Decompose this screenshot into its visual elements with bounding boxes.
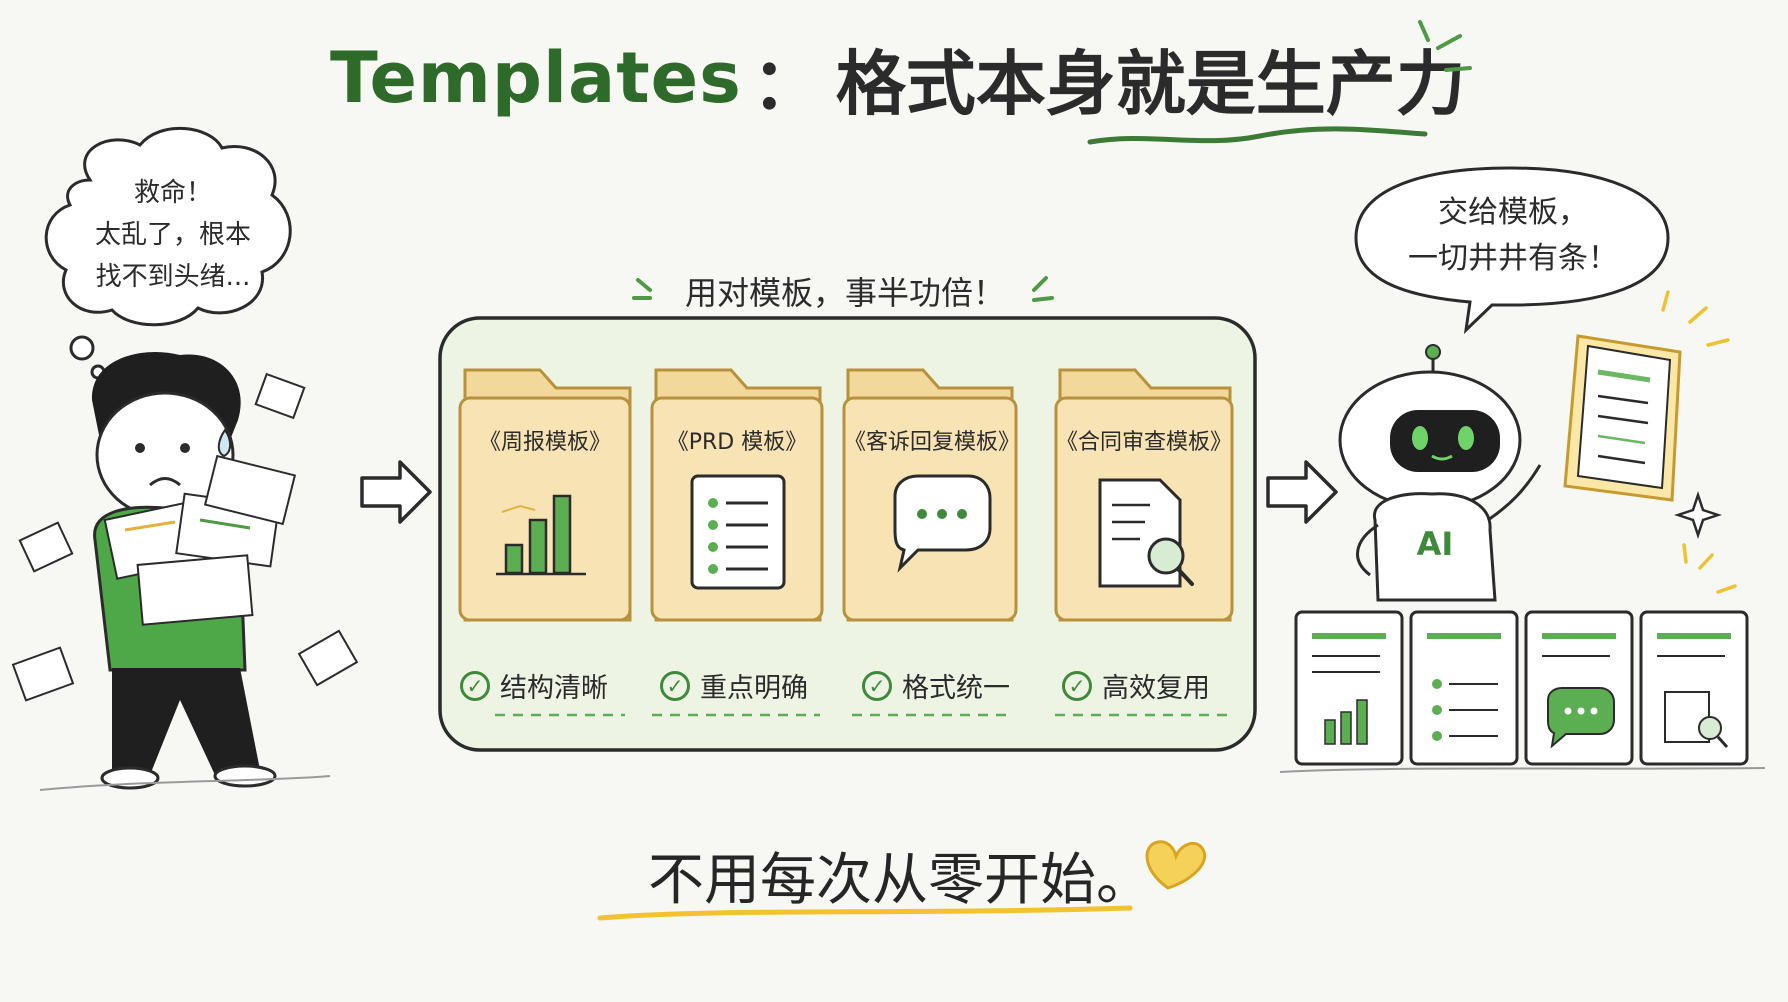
left-bubble-text: 救命！ 太乱了，根本 找不到头绪... xyxy=(68,172,278,298)
folder-label-prd: 《PRD 模板》 xyxy=(666,430,808,455)
left-bubble-line: 太乱了，根本 xyxy=(94,220,251,250)
check-circle-icon: ✓ xyxy=(862,670,892,701)
document-search-icon xyxy=(1098,478,1194,588)
page-title: Templates ： 格式本身就是生产力 xyxy=(330,28,1466,128)
left-thought-bubble xyxy=(44,126,292,327)
folder-weekly-report xyxy=(458,368,632,622)
title-colon: ： xyxy=(751,42,822,125)
bottom-slogan: 不用每次从零开始。 xyxy=(648,848,1152,913)
title-underline xyxy=(1087,126,1428,145)
right-speech-bubble xyxy=(1354,166,1670,335)
star-sparkle-icon xyxy=(1674,491,1722,539)
left-bubble-line: 找不到头绪... xyxy=(95,262,251,292)
benefit-label: 结构清晰 xyxy=(500,673,608,704)
benefit-item: ✓ 重点明确 xyxy=(660,666,808,705)
robot-shirt-label: AI xyxy=(1416,525,1454,563)
organized-doc-contract xyxy=(1639,610,1749,766)
benefit-label: 重点明确 xyxy=(700,673,808,704)
title-sparkle-icon xyxy=(1418,20,1472,72)
benefit-item: ✓ 结构清晰 xyxy=(460,666,608,705)
benefit-label: 格式统一 xyxy=(902,673,1010,704)
folder-label-contract: 《合同审查模板》 xyxy=(1056,430,1233,455)
organized-doc-report xyxy=(1294,610,1404,766)
chat-bubble-icon xyxy=(893,474,992,573)
bottom-underline xyxy=(597,905,1133,921)
stressed-person-illustration xyxy=(11,352,359,791)
bar-chart-icon xyxy=(496,494,586,576)
folder-label-complaint: 《客诉回复模板》 xyxy=(844,430,1021,455)
heart-icon xyxy=(1145,840,1207,890)
benefit-item: ✓ 格式统一 xyxy=(862,666,1010,705)
organized-doc-checklist xyxy=(1409,610,1519,766)
robot-illustration xyxy=(1338,344,1542,602)
check-circle-icon: ✓ xyxy=(1062,670,1092,701)
check-circle-icon: ✓ xyxy=(660,670,690,701)
arrow-right-icon-2 xyxy=(1266,460,1338,524)
tagline-sparkle-icon xyxy=(632,276,1054,302)
checklist-icon xyxy=(690,474,786,590)
folder-label-weekly: 《周报模板》 xyxy=(478,430,611,455)
arrow-right-icon xyxy=(360,460,432,524)
benefit-label: 高效复用 xyxy=(1102,673,1210,704)
shine-sparkle-icon xyxy=(1661,290,1737,594)
check-circle-icon: ✓ xyxy=(460,670,490,701)
tagline: 用对模板，事半功倍！ xyxy=(684,274,1005,312)
held-document-icon xyxy=(1563,334,1682,502)
title-english: Templates xyxy=(330,37,742,119)
left-bubble-line: 救命！ xyxy=(133,178,212,208)
title-chinese: 格式本身就是生产力 xyxy=(835,42,1466,125)
right-bubble-text: 交给模板， 一切井井有条！ xyxy=(1368,190,1658,282)
right-bubble-line: 一切井井有条！ xyxy=(1408,241,1618,276)
organized-doc-chat xyxy=(1524,610,1634,766)
ground-line xyxy=(1279,767,1766,773)
right-bubble-line: 交给模板， xyxy=(1438,195,1588,230)
benefit-item: ✓ 高效复用 xyxy=(1062,666,1210,705)
